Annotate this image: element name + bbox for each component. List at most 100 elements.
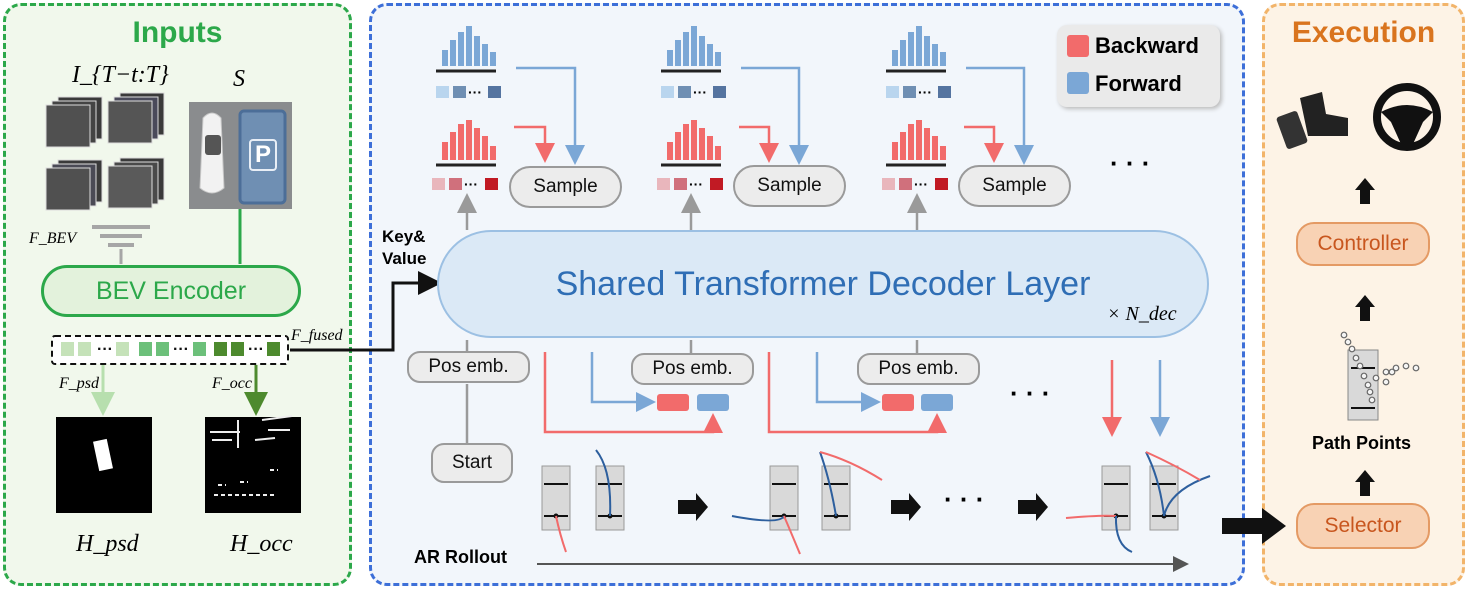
backward-trajectory: [819, 451, 883, 481]
image-sequence-label: I_{T−t:T}: [72, 62, 169, 88]
forward-trajectory: [1163, 475, 1211, 517]
path-point: [1344, 338, 1352, 346]
forward-to-sample-arrow: [516, 66, 585, 165]
forward-hist-bar: [916, 26, 922, 66]
forward-token: [436, 86, 449, 98]
backward-trajectory: [555, 515, 567, 553]
backward-hist-bar: [940, 146, 946, 160]
backward-hist-bar: [900, 132, 906, 160]
forward-embedding: [697, 394, 729, 411]
pedal-icon: [1276, 92, 1348, 149]
inputs-title: Inputs: [132, 16, 223, 49]
backward-hist-bar: [908, 124, 914, 160]
forward-feedback-arrow: [815, 352, 881, 412]
path-points-label: Path Points: [1312, 433, 1412, 453]
forward-hist-bar: [900, 40, 906, 66]
backward-feedback-arrow: [543, 352, 723, 434]
fused-feature-box: [51, 335, 289, 365]
forward-hist-bar: [892, 50, 898, 66]
backward-to-sample-arrow: [514, 125, 555, 163]
forward-token: [678, 86, 691, 98]
backward-trajectory: [1145, 451, 1201, 481]
forward-hist-bar: [707, 44, 713, 66]
token-dots: ···: [693, 84, 707, 100]
legend-backward-label: Backward: [1095, 33, 1199, 58]
sample-box-1: Sample: [509, 166, 622, 208]
selector-box: Selector: [1296, 503, 1430, 549]
pos-emb-box-2: Pos emb.: [631, 353, 754, 385]
fbev-label: F_BEV: [29, 230, 77, 247]
path-point: [1348, 345, 1356, 353]
forward-token: [661, 86, 674, 98]
backward-hist-bar: [450, 132, 456, 160]
forward-token: [903, 86, 916, 98]
forward-token: [488, 86, 501, 98]
shared-decoder-layer: Shared Transformer Decoder Layer: [437, 230, 1209, 338]
backward-hist-bar: [892, 142, 898, 160]
controller-box: Controller: [1296, 222, 1430, 266]
rollout-ellipsis: · · ·: [944, 484, 985, 514]
path-point: [1352, 354, 1360, 362]
path-point: [1372, 374, 1380, 382]
forward-token: [938, 86, 951, 98]
pos-emb-box-3: Pos emb.: [857, 353, 980, 385]
token-dots: ···: [914, 176, 928, 192]
path-point: [1412, 364, 1420, 372]
forward-hist-bar: [466, 26, 472, 66]
hocc-label: H_occ: [230, 531, 293, 557]
path-point: [1340, 331, 1348, 339]
fpsd-label: F_psd: [59, 375, 99, 392]
mid-ellipsis: · · ·: [1010, 378, 1051, 408]
backward-token: [449, 178, 462, 190]
path-point: [1388, 368, 1396, 376]
backward-hist-bar: [699, 128, 705, 160]
path-point: [1356, 362, 1364, 370]
forward-to-sample-arrow: [966, 66, 1034, 165]
execution-title: Execution: [1291, 16, 1436, 49]
legend-swatch-backward: [1067, 35, 1089, 57]
rollout-arrows: [678, 493, 1286, 544]
legend-swatch-forward: [1067, 72, 1089, 94]
ar-rollout-label: AR Rollout: [414, 547, 507, 567]
backward-hist-bar: [490, 146, 496, 160]
token-dots: ···: [468, 84, 482, 100]
backward-hist-bar: [691, 120, 697, 160]
forward-token: [453, 86, 466, 98]
backward-token: [657, 178, 670, 190]
camera-image-stacks: [45, 92, 165, 211]
backward-embedding: [657, 394, 689, 411]
token-dots: ···: [464, 176, 478, 192]
steering-wheel-icon: [1373, 83, 1441, 151]
backward-hist-bar: [924, 128, 930, 160]
forward-trajectory: [595, 449, 612, 517]
forward-embedding: [921, 394, 953, 411]
parking-glyph: P: [255, 141, 272, 168]
rollout-vehicle: [821, 465, 851, 531]
backward-hist-bar: [916, 120, 922, 160]
rollout-vehicle: [769, 465, 799, 531]
top-ellipsis: · · ·: [1110, 148, 1151, 178]
forward-token: [886, 86, 899, 98]
path-point: [1360, 372, 1368, 380]
path-point: [1402, 362, 1410, 370]
forward-trajectory: [819, 451, 837, 517]
path-point: [1382, 378, 1390, 386]
forward-hist-bar: [715, 52, 721, 66]
backward-to-sample-arrow: [964, 125, 1004, 163]
path-point: [1364, 381, 1372, 389]
forward-trajectory: [1145, 451, 1165, 517]
backward-hist-bar: [466, 120, 472, 160]
backward-hist-bar: [474, 128, 480, 160]
sample-box-2: Sample: [733, 165, 846, 207]
backward-embedding: [882, 394, 914, 411]
forward-hist-bar: [450, 40, 456, 66]
backward-token: [674, 178, 687, 190]
forward-hist-bar: [675, 40, 681, 66]
forward-hist-bar: [691, 26, 697, 66]
backward-token: [899, 178, 912, 190]
forward-feedback-arrow: [590, 352, 656, 412]
sample-box-3: Sample: [958, 165, 1071, 207]
svg-text:···: ···: [173, 341, 189, 358]
forward-hist-bar: [667, 50, 673, 66]
